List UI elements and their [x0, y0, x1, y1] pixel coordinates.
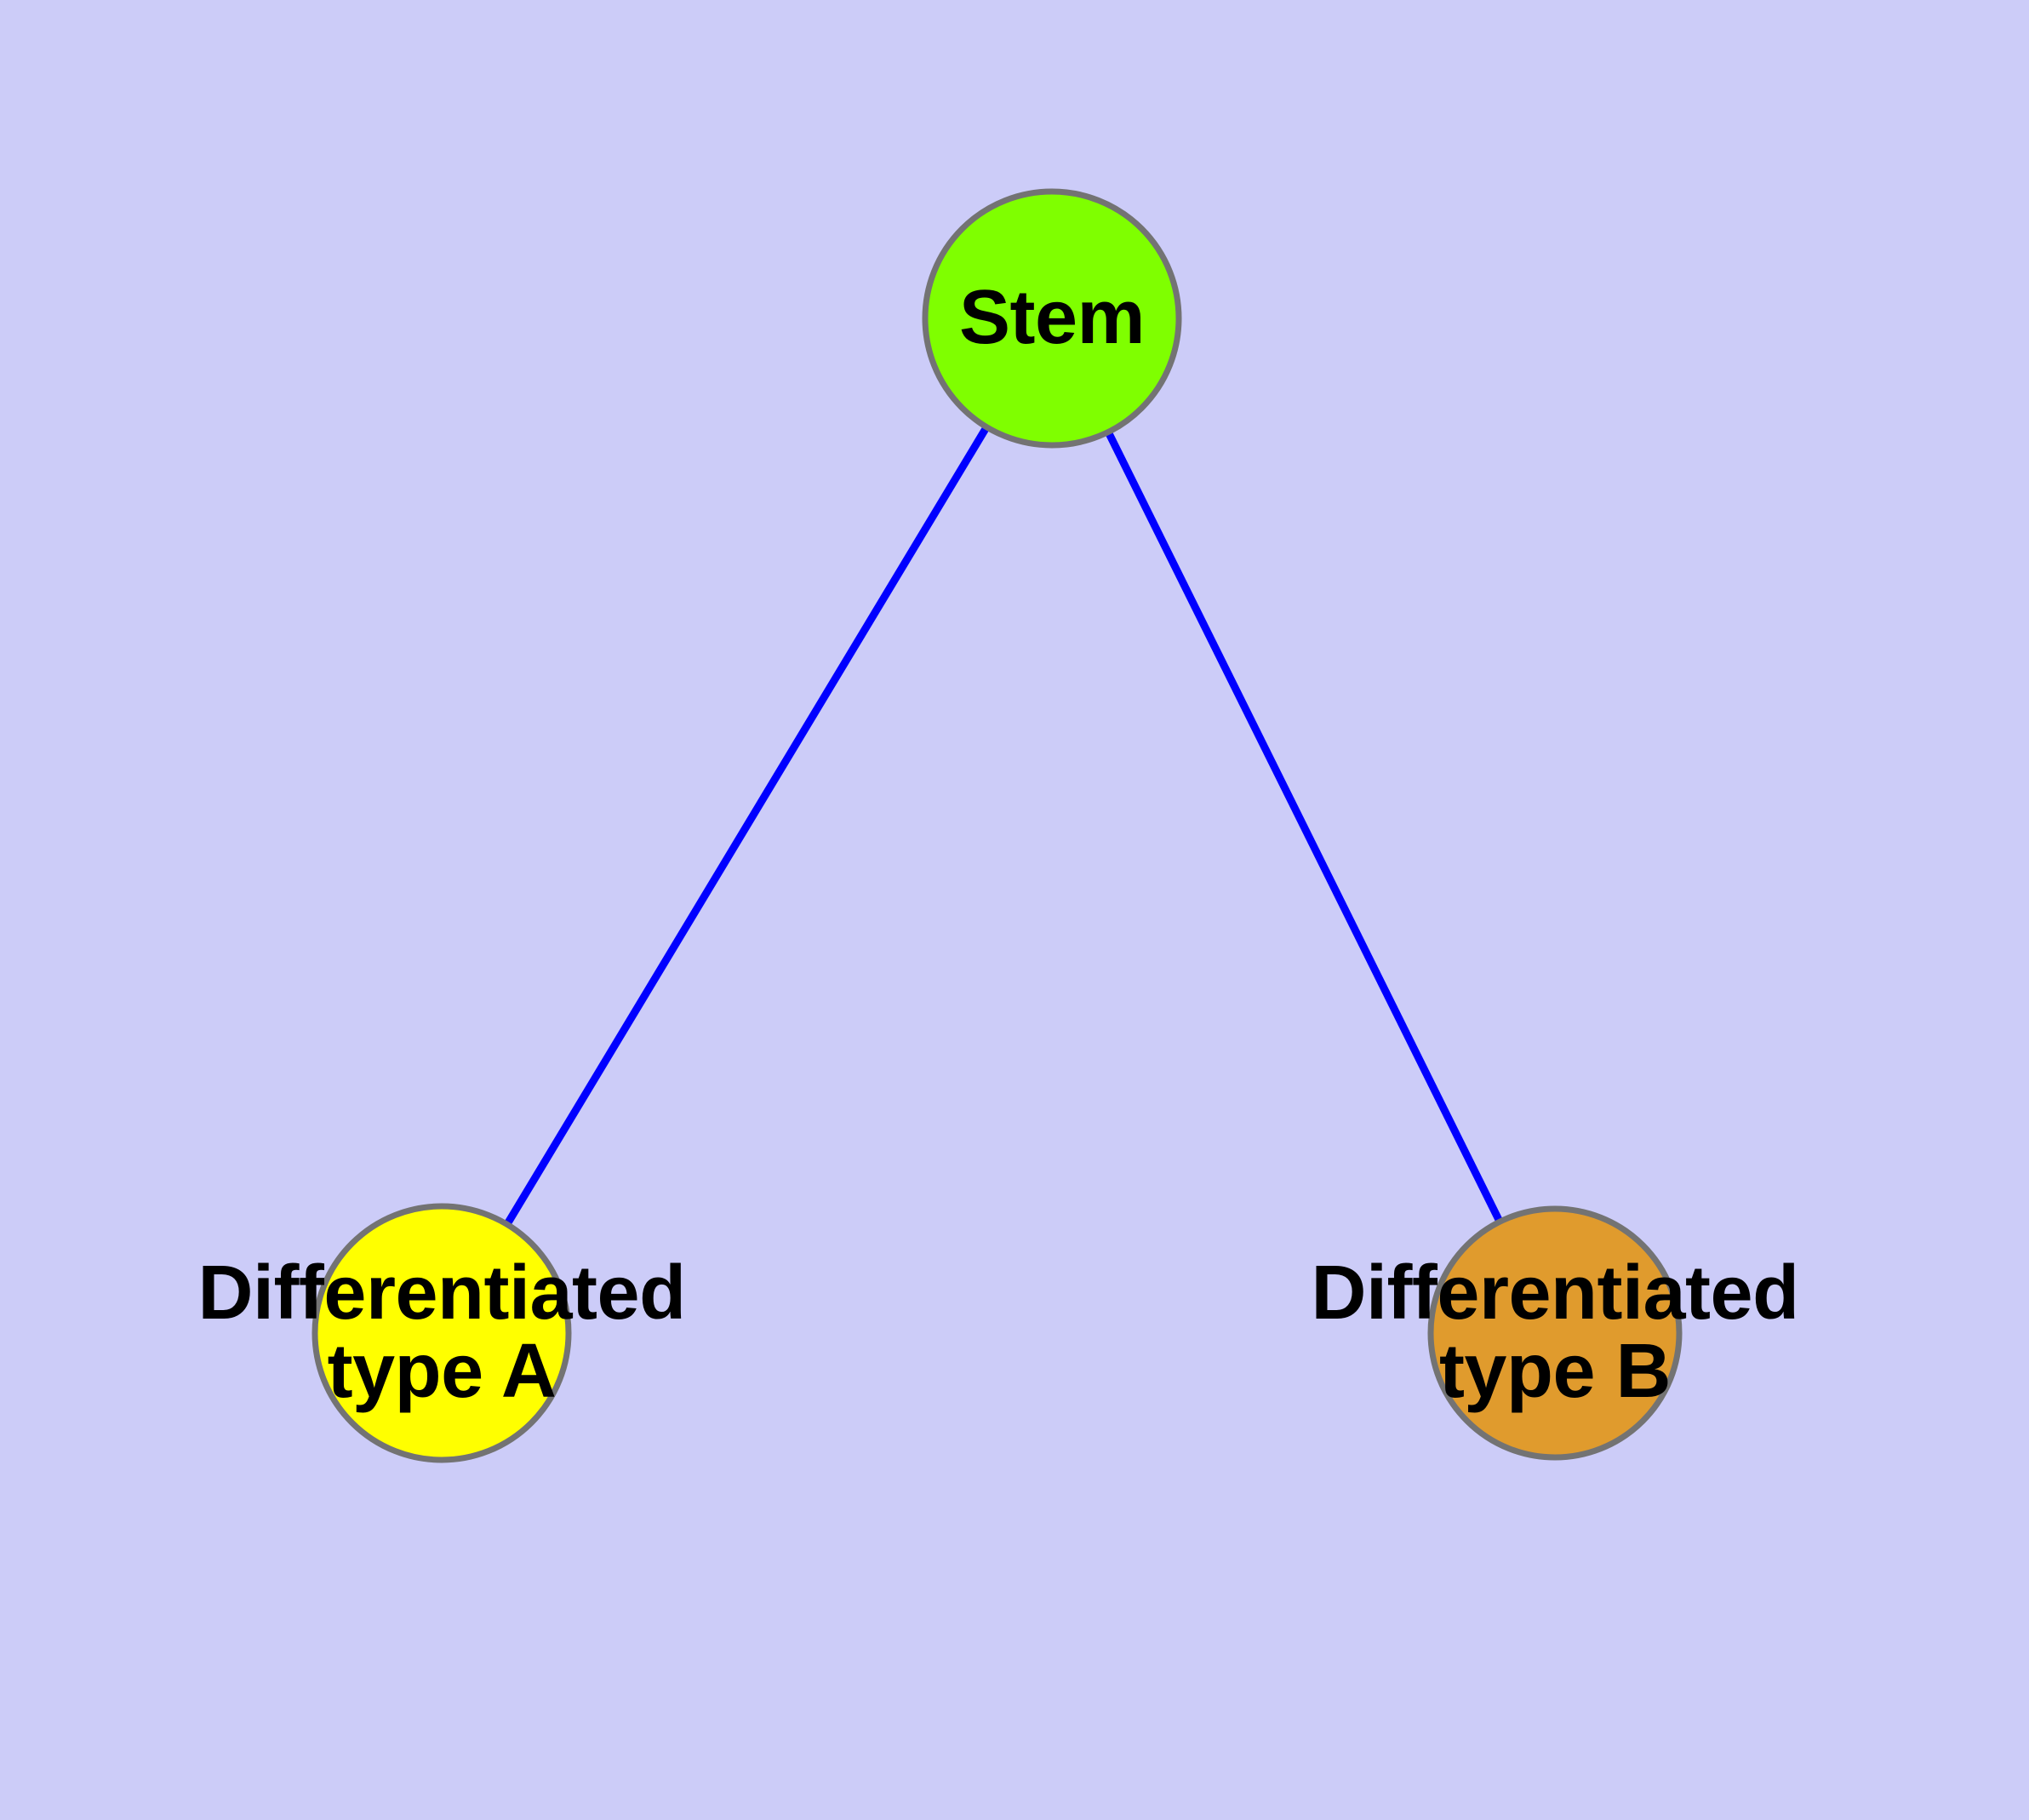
node-differentiated-type-b-circle[interactable]: [1427, 1205, 1683, 1461]
node-group: [311, 188, 1683, 1463]
node-stem-circle[interactable]: [922, 188, 1182, 449]
edge-group: [504, 426, 1503, 1225]
node-differentiated-type-a-circle[interactable]: [311, 1203, 572, 1463]
edge-stem-to-differentiated-type-b[interactable]: [1106, 432, 1503, 1222]
edge-stem-to-differentiated-type-a[interactable]: [504, 426, 990, 1225]
